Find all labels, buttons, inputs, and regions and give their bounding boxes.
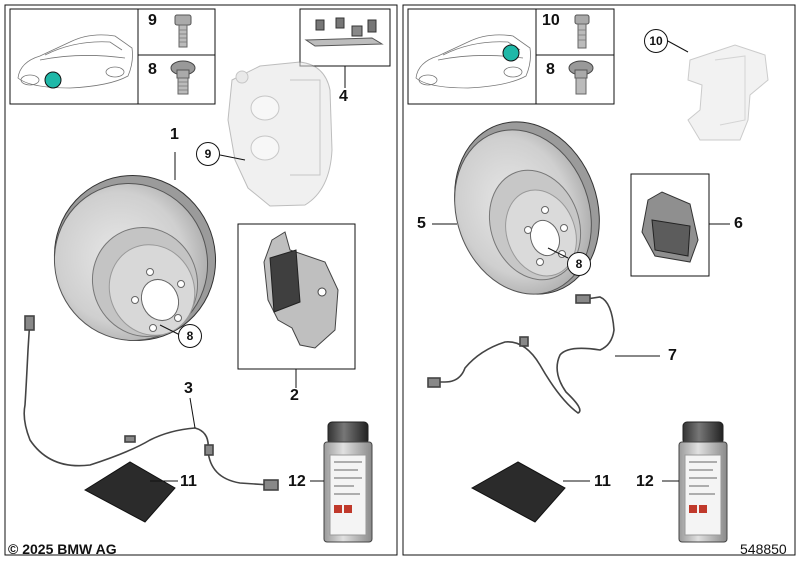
spray-can-rear <box>662 421 728 543</box>
label-caliper-carrier: 10 <box>644 29 668 53</box>
label-wear-sensor-front: 3 <box>184 380 193 397</box>
carrier-bolt-icon <box>574 14 590 49</box>
pad-kit-box <box>237 223 356 388</box>
label-clip-kit: 4 <box>339 88 348 105</box>
header-part-number-bottom-rear: 8 <box>546 61 555 78</box>
label-paste-sachet: 11 <box>180 473 197 490</box>
right-header-box <box>407 8 615 105</box>
rear-pad-kit-box <box>630 173 730 277</box>
copyright-notice: © 2025 BMW AG <box>8 541 117 557</box>
label-disc-front: 1 <box>170 126 179 143</box>
label-caliper-bolt: 9 <box>196 142 220 166</box>
disc-screw-icon <box>170 60 196 95</box>
caliper-bolt-icon <box>174 14 192 48</box>
paste-sachet <box>84 461 176 523</box>
brake-caliper <box>227 61 333 207</box>
disc-screw-icon-rear <box>568 60 594 95</box>
header-part-number-bottom: 8 <box>148 61 157 78</box>
label-disc-screw: 8 <box>178 324 202 348</box>
header-part-number-top-rear: 10 <box>542 12 560 29</box>
diagram-id: 548850 <box>740 541 787 557</box>
vehicle-outline <box>17 34 133 89</box>
label-disc-screw-rear: 8 <box>567 252 591 276</box>
label-wear-sensor-rear: 7 <box>668 347 677 364</box>
wear-sensor-front <box>23 315 279 491</box>
label-pad-kit-rear: 6 <box>734 215 743 232</box>
spray-can <box>310 421 373 543</box>
label-spray-can-rear: 12 <box>636 473 654 490</box>
brake-disc-front <box>53 152 217 341</box>
brake-disc-rear <box>454 121 600 295</box>
paste-sachet-rear <box>470 461 566 523</box>
wear-sensor-rear <box>427 294 615 414</box>
caliper-carrier <box>687 44 769 141</box>
position-marker-front-left <box>44 71 62 89</box>
left-header-box <box>9 8 216 105</box>
label-spray-can: 12 <box>288 473 306 490</box>
clip-kit-box <box>299 8 391 88</box>
label-paste-sachet-rear: 11 <box>594 473 611 490</box>
header-part-number-top: 9 <box>148 12 157 29</box>
position-marker-rear-left <box>502 44 520 62</box>
right-panel-frame <box>402 4 796 556</box>
label-disc-rear: 5 <box>417 215 426 232</box>
left-panel-frame <box>4 4 398 556</box>
label-pad-kit: 2 <box>290 387 299 404</box>
